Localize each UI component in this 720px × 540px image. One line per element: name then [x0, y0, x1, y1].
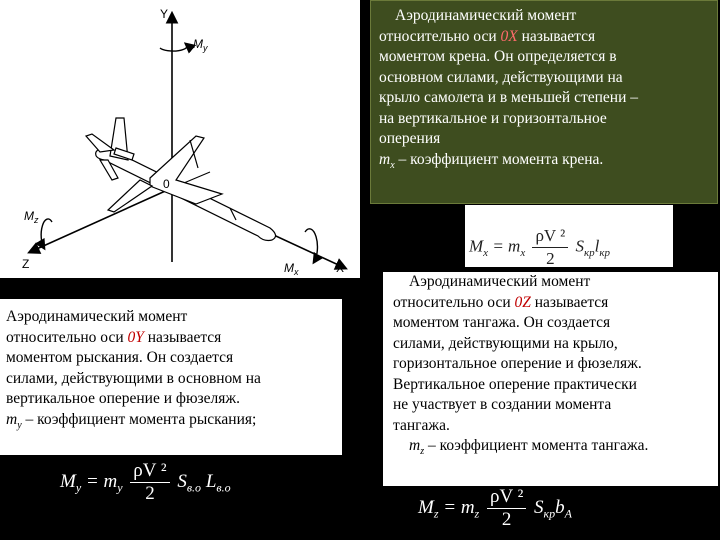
pitch-line-4: силами, действующими на крыло, — [393, 334, 618, 352]
roll-line-1: Аэродинамический момент — [395, 7, 577, 24]
yaw-moment-description: Аэродинамический момент относительно оси… — [0, 299, 342, 455]
roll-line-7: оперения — [379, 130, 441, 147]
moment-y-label: My — [193, 37, 208, 53]
roll-line-4: основном силами, действующими на — [379, 68, 623, 86]
pitch-axis-label: 0Z — [514, 293, 531, 311]
yaw-line-2: относительно оси 0Y называется — [6, 328, 222, 346]
pitch-line-1: Аэродинамический момент — [409, 273, 591, 290]
pitch-coefficient-line: mz – коэффициент момента тангажа. — [409, 437, 649, 458]
moment-z-label: Mz — [24, 209, 39, 225]
roll-line-5: крыло самолета и в меньшей степени – — [379, 89, 639, 106]
z-axis-line — [27, 187, 173, 254]
moment-y-arrow — [159, 42, 197, 54]
moment-z-arrow — [34, 218, 53, 251]
axes-figure: Y My Mz Z 0 Mx X — [22, 7, 348, 277]
yaw-coefficient-line: my – коэффициент момента рыскания; — [6, 410, 257, 431]
yaw-line-4: силами, действующими в основном на — [6, 369, 261, 387]
airplane-drawing — [84, 117, 277, 242]
roll-line-6: на вертикальное и горизонтальное — [379, 109, 607, 127]
moment-x-label: Mx — [284, 261, 299, 277]
moment-x-arrow — [304, 228, 324, 265]
pitch-line-2: относительно оси 0Z называется — [393, 293, 609, 311]
origin-label: 0 — [163, 177, 170, 191]
roll-moment-description: Аэродинамический момент относительно оси… — [370, 0, 718, 204]
axis-y-label: Y — [160, 7, 168, 21]
pitch-line-3: моментом тангажа. Он создается — [393, 314, 611, 331]
yaw-line-1: Аэродинамический момент — [6, 308, 188, 325]
roll-line-3: моментом крена. Он определяется в — [379, 48, 617, 65]
roll-axis-label: 0X — [500, 27, 518, 45]
yaw-line-5: вертикальное оперение и фюзеляж. — [6, 390, 240, 407]
pitch-moment-description: Аэродинамический момент относительно оси… — [383, 272, 718, 486]
aircraft-axes-diagram: Y My Mz Z 0 Mx X — [0, 0, 360, 278]
pitch-line-8: тангажа. — [393, 416, 450, 434]
roll-coefficient-line: mx – коэффициент момента крена. — [379, 150, 604, 171]
pitch-line-7: не участвует в создании момента — [393, 396, 612, 413]
pitch-line-5: горизонтальное оперение и фюзеляж. — [393, 355, 642, 372]
pitch-line-6: Вертикальное оперение практически — [393, 375, 637, 393]
yaw-line-3: моментом рыскания. Он создается — [6, 349, 234, 366]
axis-z-label: Z — [22, 257, 29, 271]
roll-line-2: относительно оси 0X называется — [379, 27, 596, 45]
axis-x-label: X — [336, 261, 344, 275]
yaw-axis-label: 0Y — [127, 328, 144, 346]
